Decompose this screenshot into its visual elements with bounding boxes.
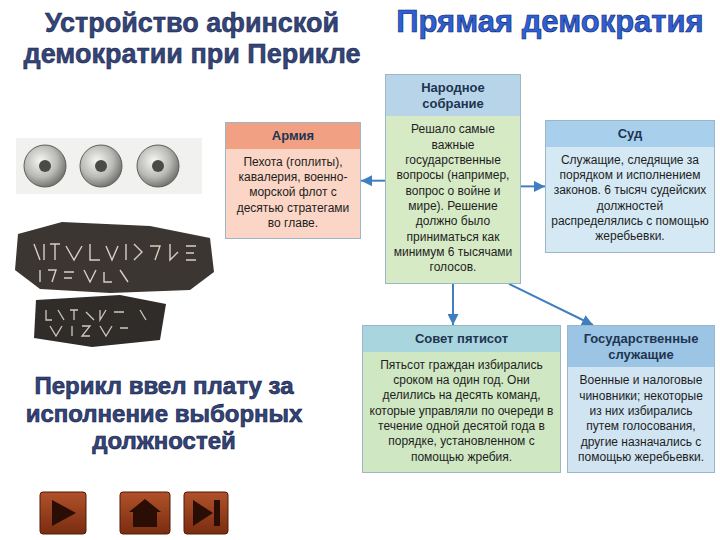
ostracon-shard — [15, 222, 214, 293]
coins — [16, 138, 202, 194]
connector-arrow — [521, 185, 545, 187]
coin-boss — [39, 160, 51, 172]
connector-arrow — [361, 180, 385, 182]
institution-box: Государственные служащиеВоенные и налого… — [567, 325, 715, 473]
ostraca — [15, 222, 214, 347]
slide-title: Устройство афинской демократии при Перик… — [6, 8, 378, 70]
scratched-letters — [46, 310, 146, 336]
box-heading: Народное собрание — [386, 75, 520, 116]
home-icon — [129, 499, 161, 527]
note-text: Перикл ввел плату за исполнение выборных… — [8, 372, 320, 455]
coin — [24, 145, 66, 187]
box-body: Пятьсот граждан избирались сроком на оди… — [363, 352, 560, 473]
institution-box: Совет пятисотПятьсот граждан избирались … — [362, 325, 561, 473]
institution-box: Народное собраниеРешало самые важные гос… — [385, 74, 521, 284]
box-heading: Суд — [546, 121, 714, 147]
connector-arrow — [509, 284, 593, 325]
ostracon-shard — [34, 295, 166, 347]
institution-box: СудСлужащие, следящие за порядком и испо… — [545, 120, 715, 253]
scratched-letters — [34, 244, 196, 282]
box-body: Служащие, следящие за порядком и исполне… — [546, 147, 714, 252]
box-body: Решало самые важные государственные вопр… — [386, 116, 520, 283]
nav-button — [120, 492, 170, 534]
nav-button — [40, 492, 86, 534]
slide-heading: Прямая демократия — [382, 4, 718, 40]
coin-ground — [16, 138, 202, 194]
box-heading: Армия — [226, 123, 360, 149]
play-icon — [52, 500, 76, 526]
box-heading: Совет пятисот — [363, 326, 560, 352]
coin-boss — [95, 160, 107, 172]
box-heading: Государственные служащие — [568, 326, 714, 367]
box-body: Военные и налоговые чиновники; некоторые… — [568, 367, 714, 472]
nav-button — [184, 492, 228, 534]
connector-arrow — [452, 284, 454, 325]
coin — [80, 145, 122, 187]
navigation-buttons — [40, 492, 228, 534]
end-icon — [193, 500, 220, 526]
coin — [137, 145, 179, 187]
institution-box: АрмияПехота (гоплиты), кавалерия, военно… — [225, 122, 361, 239]
box-body: Пехота (гоплиты), кавалерия, военно-морс… — [226, 149, 360, 239]
coin-boss — [152, 160, 164, 172]
